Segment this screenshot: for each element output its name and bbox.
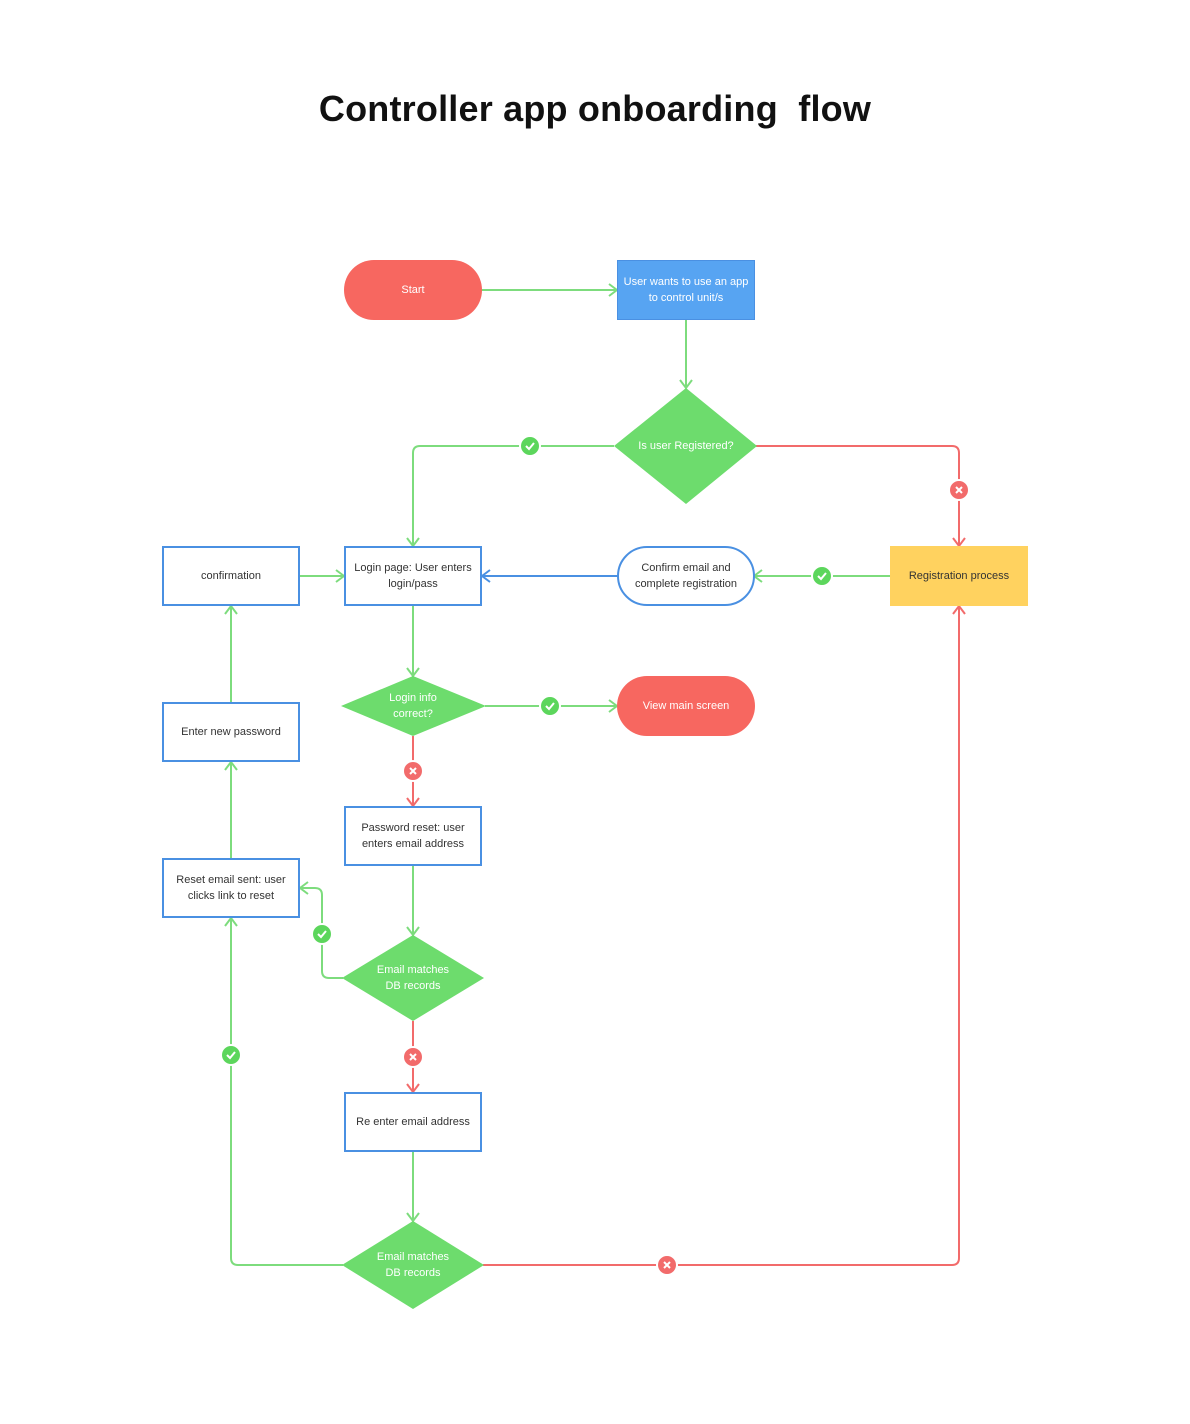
password-reset-node[interactable]: Password reset: user enters email addres… — [344, 806, 482, 866]
check-icon — [539, 695, 561, 717]
decision-email-match-1-shape — [342, 935, 484, 1021]
confirm-email-label: Confirm email and complete registration — [634, 562, 738, 590]
decision-email-matches-1-label: Email matches DB records — [376, 964, 450, 992]
confirm-email-node[interactable]: Confirm email and complete registration — [617, 546, 755, 606]
reenter-email-node[interactable]: Re enter email address — [344, 1092, 482, 1152]
connector-registered-yes-to-login — [406, 445, 614, 548]
cross-icon — [948, 479, 970, 501]
view-main-screen-label: View main screen — [642, 700, 730, 712]
connector-user-wants-to-decision — [679, 319, 693, 390]
reset-email-sent-label: Reset email sent: user clicks link to re… — [176, 874, 286, 902]
user-wants-app-label: User wants to use an app to control unit… — [623, 276, 749, 304]
registration-process-node[interactable]: Registration process — [890, 546, 1028, 606]
connector-email2-yes-to-reset-sent — [224, 916, 343, 1266]
cross-icon — [656, 1254, 678, 1276]
decision-email-matches-2[interactable]: Email matches DB records — [375, 1239, 451, 1291]
cross-icon — [402, 1046, 424, 1068]
enter-new-password-label: Enter new password — [181, 726, 281, 738]
view-main-screen-node[interactable]: View main screen — [617, 676, 755, 736]
cross-icon — [402, 760, 424, 782]
decision-login-correct-label: Login info correct? — [389, 692, 437, 720]
start-label: Start — [401, 284, 425, 296]
connector-login-to-check — [406, 606, 420, 678]
decision-is-registered-shape — [614, 388, 757, 504]
connector-confirm-to-login — [480, 569, 618, 583]
user-wants-app-node[interactable]: User wants to use an app to control unit… — [617, 260, 755, 320]
password-reset-label: Password reset: user enters email addres… — [361, 822, 465, 850]
page-title: Controller app onboarding flow — [318, 88, 872, 129]
registration-process-label: Registration process — [908, 570, 1010, 582]
check-icon — [220, 1044, 242, 1066]
decision-email-matches-1[interactable]: Email matches DB records — [375, 952, 451, 1004]
login-page-label: Login page: User enters login/pass — [354, 562, 472, 590]
login-page-node[interactable]: Login page: User enters login/pass — [344, 546, 482, 606]
connector-reenter-to-email-check — [406, 1152, 420, 1223]
connector-reset-sent-to-new-password — [224, 760, 238, 858]
decision-is-registered-label: Is user Registered? — [638, 440, 734, 452]
decision-is-registered[interactable]: Is user Registered? — [636, 420, 736, 472]
start-node[interactable]: Start — [344, 260, 482, 320]
connector-start-to-user-wants — [481, 283, 619, 297]
decision-login-correct-shape — [341, 676, 486, 736]
confirmation-node[interactable]: confirmation — [162, 546, 300, 606]
connector-registered-no-to-registration — [756, 445, 966, 548]
reenter-email-label: Re enter email address — [356, 1116, 470, 1128]
decision-login-correct[interactable]: Login info correct? — [373, 688, 453, 724]
check-icon — [311, 923, 333, 945]
decision-email-matches-2-label: Email matches DB records — [376, 1251, 450, 1279]
connector-email2-no-to-registration — [483, 604, 966, 1266]
connector-new-password-to-confirmation — [224, 604, 238, 702]
check-icon — [519, 435, 541, 457]
connector-confirmation-to-login — [300, 569, 346, 583]
confirmation-label: confirmation — [201, 570, 261, 582]
enter-new-password-node[interactable]: Enter new password — [162, 702, 300, 762]
decision-email-match-2-shape — [342, 1221, 484, 1309]
connector-reset-to-email-check — [406, 866, 420, 937]
check-icon — [811, 565, 833, 587]
reset-email-sent-node[interactable]: Reset email sent: user clicks link to re… — [162, 858, 300, 918]
